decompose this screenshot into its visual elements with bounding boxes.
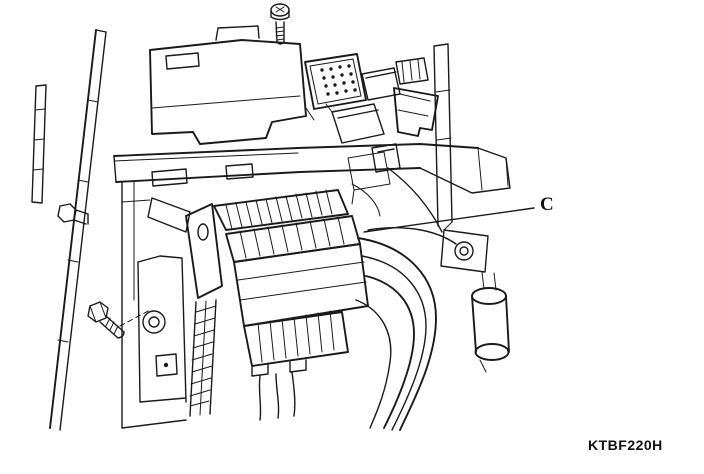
- vented-relay-box: [304, 53, 367, 110]
- lower-left-bracket: [137, 255, 187, 403]
- top-screw: [270, 3, 290, 45]
- left-frame-strut: [31, 29, 107, 431]
- lower-left-screw: [87, 301, 151, 339]
- callout-label-c: C: [540, 194, 554, 215]
- upper-bracket-plate: [149, 25, 307, 145]
- callout-leader-line: [363, 207, 535, 233]
- figure-code: KTBF220H: [588, 437, 663, 453]
- cross-rail: [113, 143, 511, 429]
- harness-connectors-top: [305, 57, 439, 144]
- right-side-assembly: [433, 43, 510, 373]
- ribbed-column: [189, 299, 217, 417]
- pcm-connector-assembly: [185, 189, 369, 421]
